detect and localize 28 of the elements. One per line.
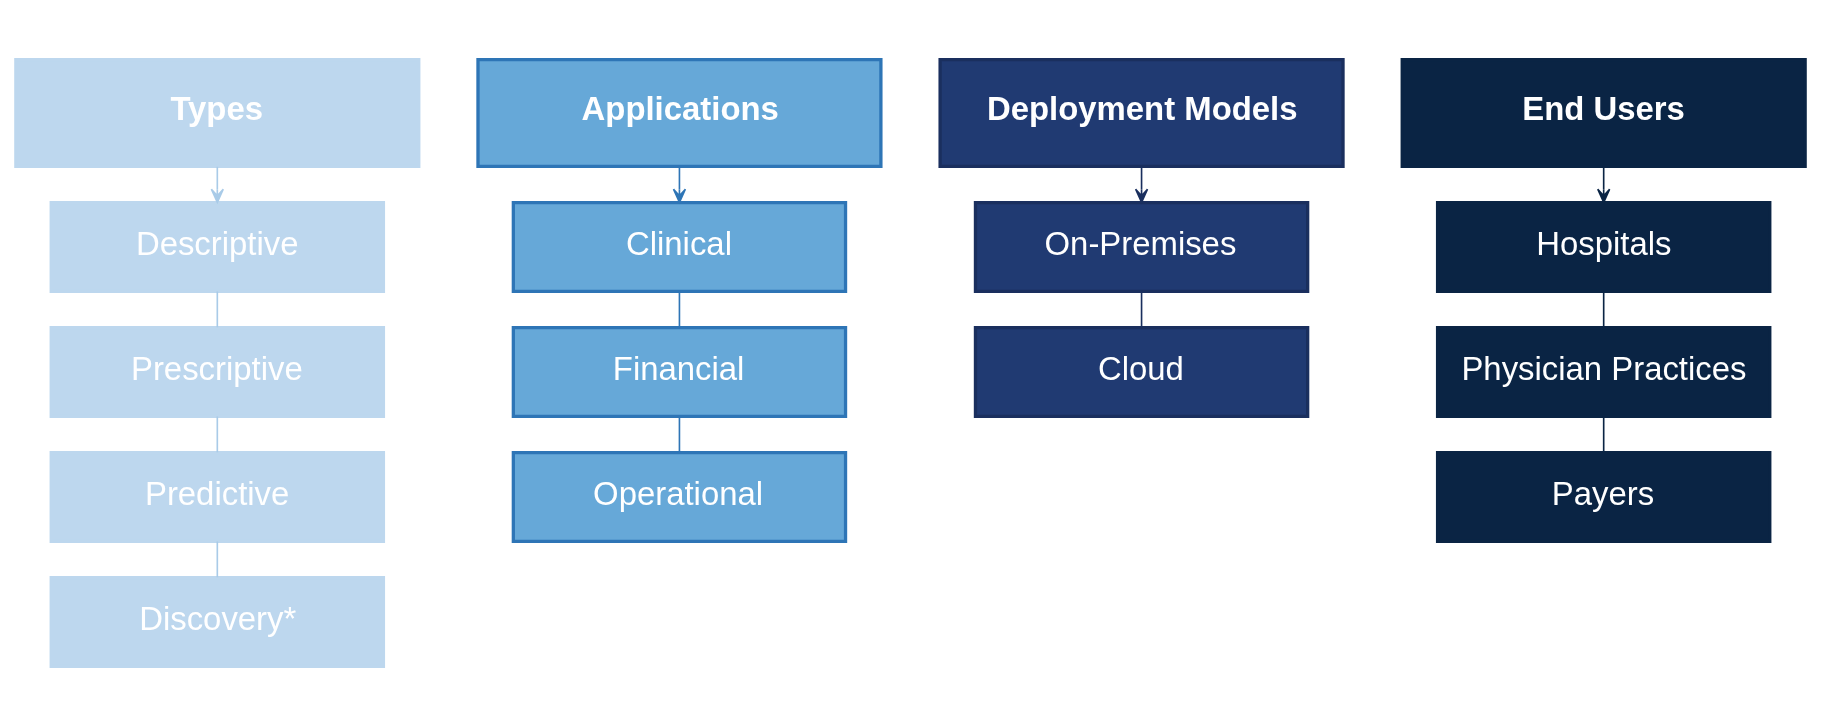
arrow bbox=[1134, 165, 1149, 203]
node-box: Prescriptive bbox=[49, 325, 386, 418]
connector bbox=[216, 540, 219, 578]
node-box: Types bbox=[14, 57, 421, 168]
node-box: Financial bbox=[511, 325, 848, 418]
node-box: Cloud bbox=[973, 325, 1310, 418]
node-box: Applications bbox=[476, 57, 883, 168]
arrow bbox=[210, 165, 225, 203]
connector bbox=[1602, 415, 1605, 453]
arrow bbox=[672, 165, 687, 203]
node-box: Predictive bbox=[49, 450, 386, 543]
node-box: End Users bbox=[1400, 57, 1807, 168]
connector bbox=[216, 415, 219, 453]
node-box: Discovery* bbox=[49, 575, 386, 668]
node-box: On-Premises bbox=[973, 200, 1310, 293]
node-box: Deployment Models bbox=[938, 57, 1345, 168]
connector bbox=[678, 290, 681, 328]
connector bbox=[216, 290, 219, 328]
node-box: Clinical bbox=[511, 200, 848, 293]
node-box: Descriptive bbox=[49, 200, 386, 293]
connector bbox=[1602, 290, 1605, 328]
node-box: Payers bbox=[1435, 450, 1772, 543]
connector bbox=[1140, 290, 1143, 328]
arrow bbox=[1596, 165, 1611, 203]
node-box: Hospitals bbox=[1435, 200, 1772, 293]
node-box: Physician Practices bbox=[1435, 325, 1772, 418]
node-box: Operational bbox=[511, 450, 848, 543]
connector bbox=[678, 415, 681, 453]
